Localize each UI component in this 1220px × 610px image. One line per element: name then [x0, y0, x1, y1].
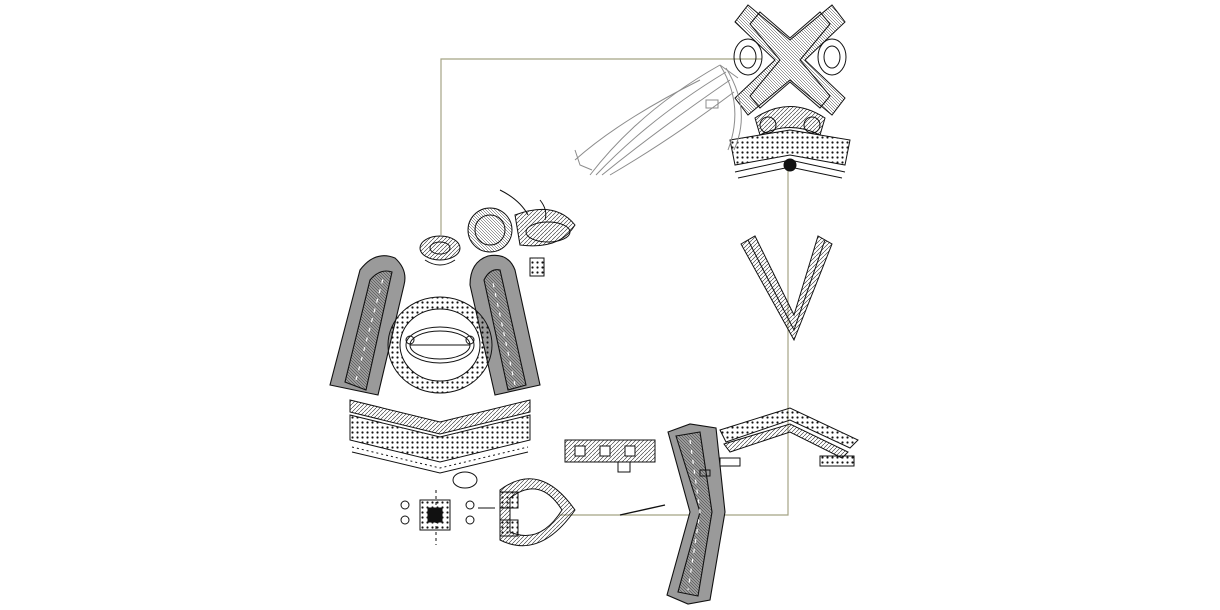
x-shaped-building [729, 4, 851, 179]
v-shaped-building [740, 235, 833, 342]
curved-path-lines [574, 64, 742, 176]
chevron-band [349, 399, 531, 474]
top-left-cluster [419, 189, 576, 277]
guide-frame [440, 58, 789, 516]
twin-capsule-buildings [329, 254, 541, 396]
bottom-left-cluster [400, 471, 576, 547]
center-bar-building [564, 439, 666, 516]
bent-long-building [666, 423, 726, 605]
right-chevron-wing [699, 407, 859, 477]
oval-courtyard [387, 296, 493, 394]
